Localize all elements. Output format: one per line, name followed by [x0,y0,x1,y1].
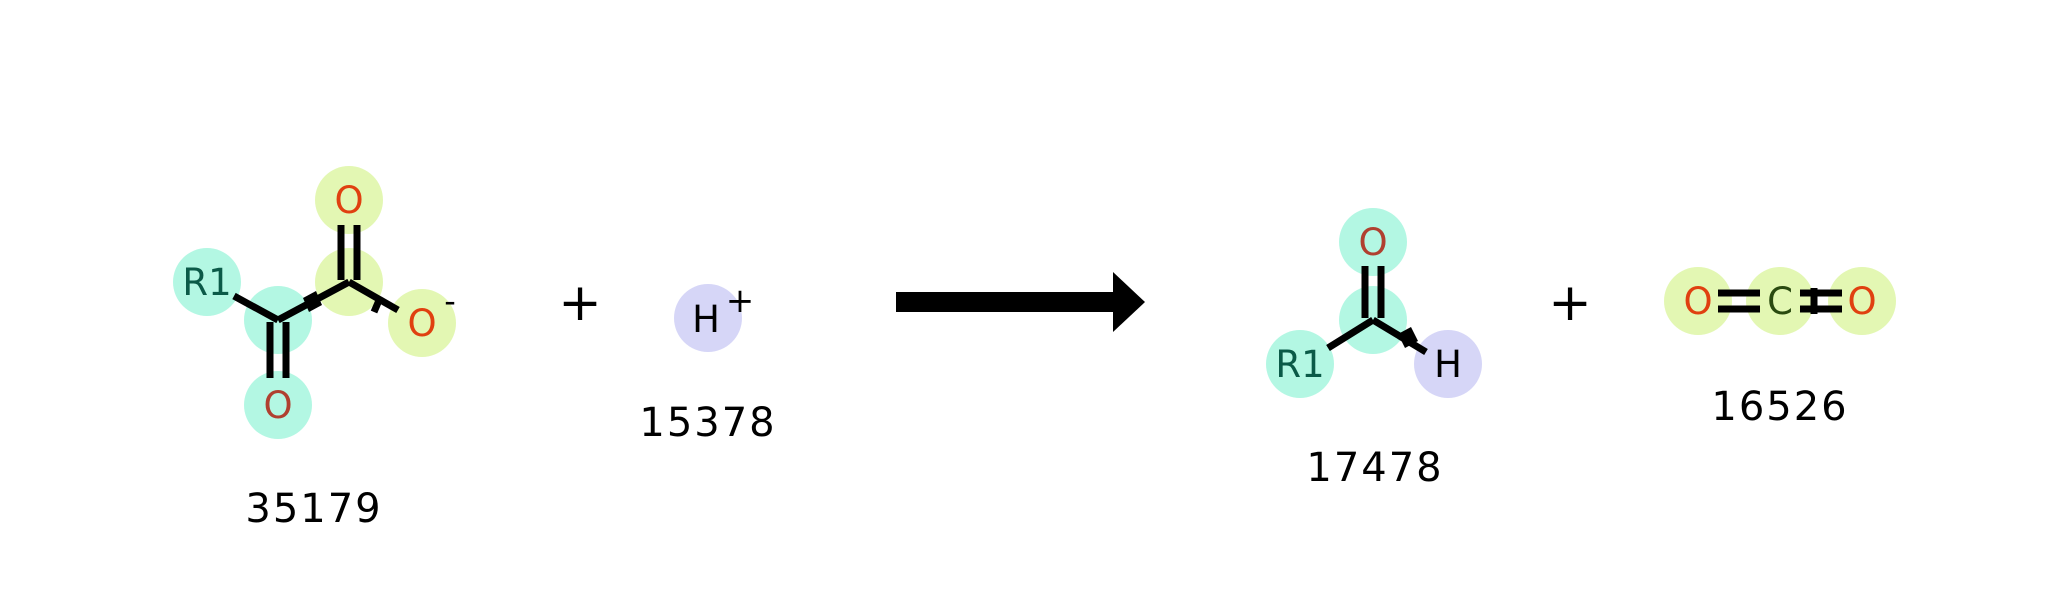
highlight-o-carbonyl [315,166,383,234]
molecule-id-35179: 35179 [245,486,382,532]
bond-tick [370,296,384,314]
highlight-h [1414,330,1482,398]
atom-o-carbonyl: O [334,179,363,222]
atom-r1: R1 [182,261,231,304]
atom-c: C [1767,280,1793,323]
molecule-id-17478: 17478 [1306,445,1443,491]
highlight-r1 [173,248,241,316]
atom-o-minus: O [407,302,436,345]
molecule-35179: R1 O O O - 35179 [173,166,456,532]
atom-o: O [1358,221,1387,264]
bond-marker [1398,327,1418,348]
bond-marker [303,291,322,312]
highlight-o-ketone [244,371,312,439]
molecule-17478: O R1 H 17478 [1266,208,1482,491]
highlight-o-minus [388,289,456,357]
charge-plus: + [726,281,755,321]
molecule-15378: H + 15378 [639,281,776,446]
molecule-16526: O C O 16526 [1664,267,1896,430]
highlight-r1 [1266,330,1334,398]
atom-o-left: O [1683,280,1712,323]
highlight-o [1339,208,1407,276]
highlight-h [674,284,742,352]
atom-o-right: O [1847,280,1876,323]
molecule-id-15378: 15378 [639,400,776,446]
bond-c-o-minus [347,278,400,314]
plus-sign-2: + [1548,273,1592,333]
atom-o-ketone: O [263,384,292,427]
charge-minus: - [444,282,456,320]
highlight-o-left [1664,267,1732,335]
reaction-arrow [896,272,1145,332]
plus-sign-1: + [558,273,602,333]
atom-h: H [692,298,720,341]
highlight-c [1746,267,1814,335]
bond-r1-c [232,292,280,324]
atom-r1: R1 [1275,343,1324,386]
highlight-o-right [1828,267,1896,335]
bond-r1-c [1326,317,1375,351]
molecule-id-16526: 16526 [1711,384,1848,430]
atom-h: H [1434,343,1462,386]
